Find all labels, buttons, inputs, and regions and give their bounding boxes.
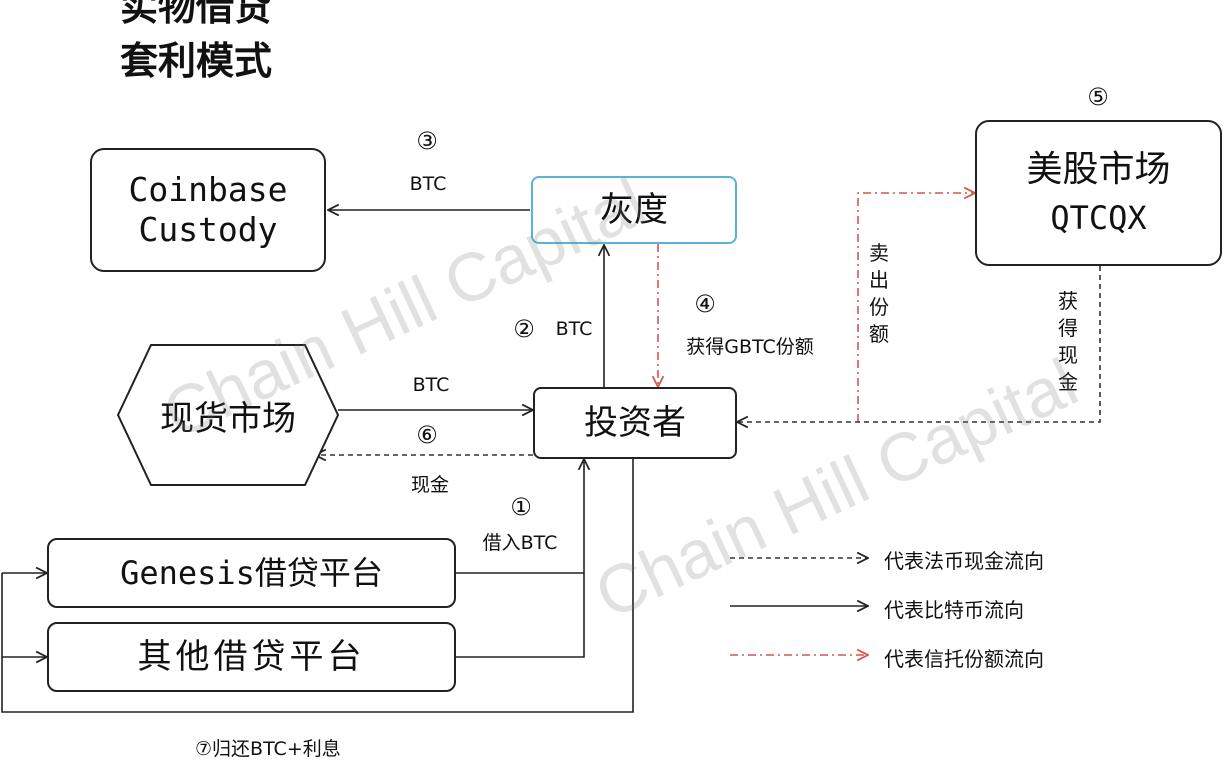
legend-label-cash: 代表法币现金流向	[884, 549, 1044, 573]
genesis-node: Genesis借贷平台	[47, 538, 456, 608]
spot-market-hexagon	[117, 344, 339, 486]
other-lending-node: 其他借贷平台	[47, 622, 456, 692]
flow-investor-to-us-market	[857, 193, 975, 422]
step6-label: 现金	[410, 474, 449, 496]
flow-us-market-to-investor	[737, 266, 1101, 422]
spot-market-label: 现货市场	[160, 398, 296, 439]
us-market-line-2: QTCQX	[1050, 199, 1147, 238]
investor-node: 投资者	[533, 387, 737, 459]
title-line-2: 套利模式	[120, 39, 273, 83]
spot-btc-label: BTC	[412, 374, 450, 396]
step2-number: ②	[513, 315, 535, 343]
coinbase-line-1: Coinbase	[128, 170, 288, 210]
flow-other-lending-to-investor	[456, 573, 585, 658]
sell-shares-label: 卖出份额	[869, 241, 889, 346]
other-lending-label: 其他借贷平台	[137, 636, 366, 677]
step6-number: ⑥	[416, 421, 438, 449]
coinbase-custody-node: Coinbase Custody	[90, 148, 326, 272]
legend-label-trust: 代表信托份额流向	[884, 647, 1044, 671]
coinbase-line-2: Custody	[138, 210, 278, 249]
genesis-label: Genesis借贷平台	[120, 553, 383, 592]
step1-label: 借入BTC	[482, 532, 558, 554]
step1-number: ①	[510, 493, 532, 521]
spot-market-node: 现货市场	[117, 344, 339, 486]
grayscale-node: 灰度	[531, 176, 737, 244]
title-line-1: 实物借贷	[120, 0, 273, 29]
get-cash-label: 获得现金	[1058, 289, 1078, 394]
step5-number: ⑤	[1087, 83, 1109, 111]
step2-label: BTC	[555, 318, 593, 340]
legend-label-bitcoin: 代表比特币流向	[884, 598, 1024, 622]
grayscale-label: 灰度	[600, 189, 668, 230]
step3-number: ③	[416, 127, 438, 155]
step4-number: ④	[694, 290, 716, 318]
flow-investor-return	[1, 459, 634, 713]
step4-label: 获得GBTC份额	[686, 336, 814, 358]
us-market-node: 美股市场 QTCQX	[975, 120, 1222, 266]
us-market-line-1: 美股市场	[1026, 149, 1171, 191]
investor-label: 投资者	[584, 402, 686, 443]
step3-label: BTC	[409, 173, 447, 195]
